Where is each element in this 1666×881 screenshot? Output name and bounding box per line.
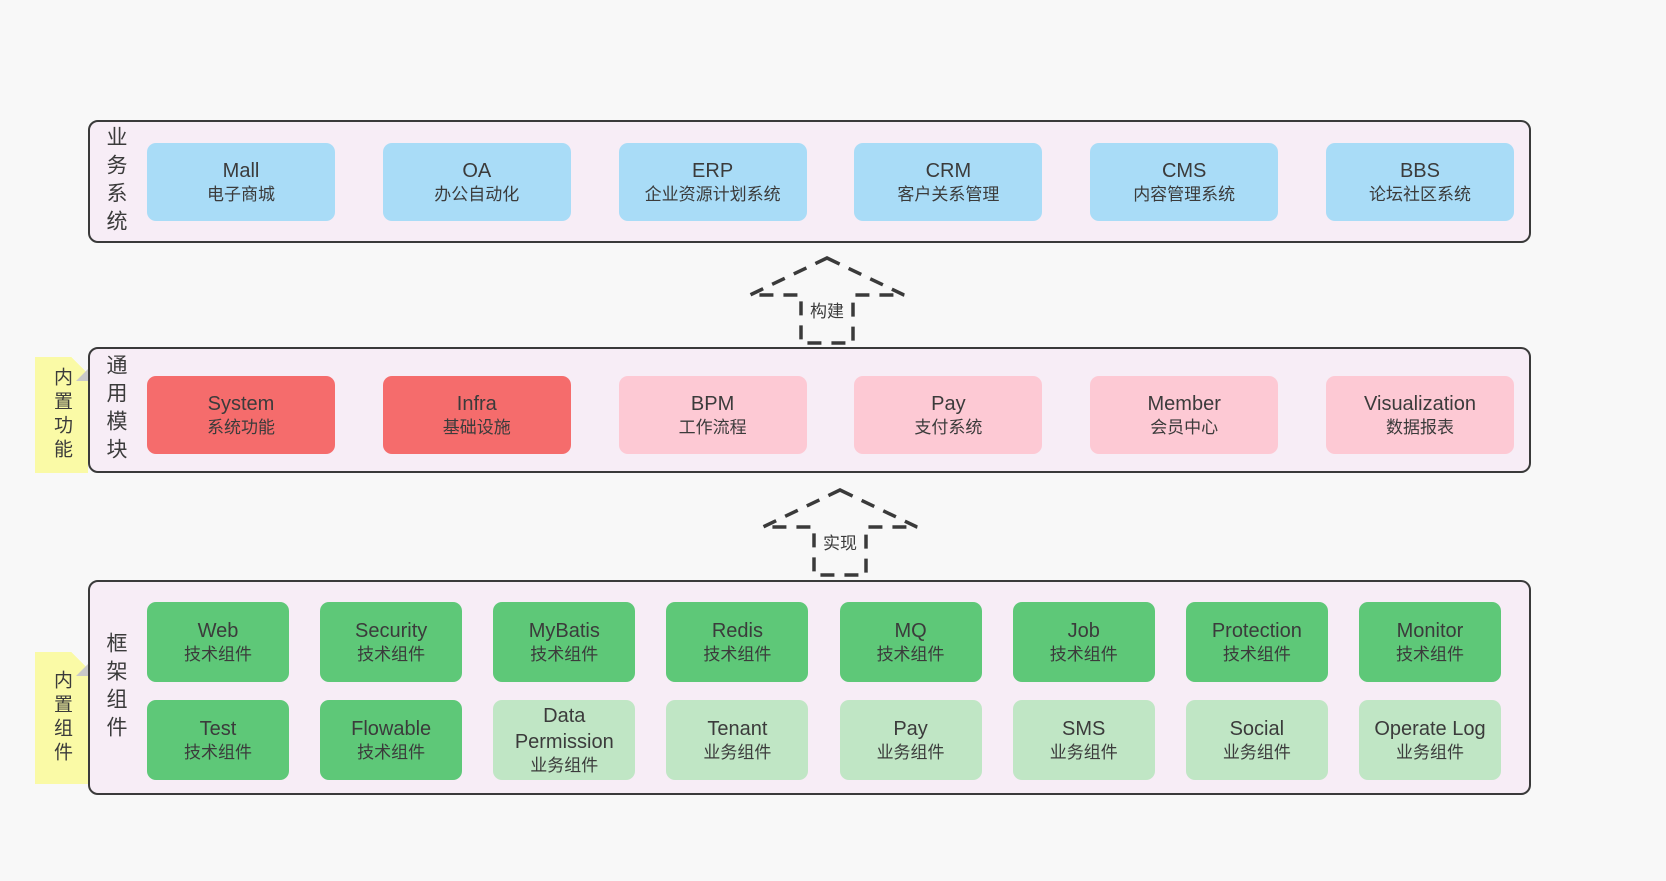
node-bbs: BBS 论坛社区系统 xyxy=(1325,143,1514,221)
implement-arrow-label: 实现 xyxy=(820,528,860,555)
builtin-components-note-text: 内置组件 xyxy=(51,670,72,766)
business-layer-label: 业务系统 xyxy=(104,125,127,238)
node-sms: SMS 业务组件 xyxy=(1012,700,1155,780)
business-systems-layer: 业务系统 Mall 电子商城 OA 办公自动化 ERP 企业资源计划系统 CRM… xyxy=(88,120,1531,243)
common-modules-layer: 通用模块 System 系统功能 Infra 基础设施 BPM 工作流程 Pay… xyxy=(88,347,1531,473)
node-crm: CRM 客户关系管理 xyxy=(854,143,1043,221)
node-bpm: BPM 工作流程 xyxy=(618,376,807,454)
node-operate-log: Operate Log 业务组件 xyxy=(1358,700,1501,780)
components-box-row-1: Web 技术组件 Security 技术组件 MyBatis 技术组件 Redi… xyxy=(147,602,1501,682)
node-erp: ERP 企业资源计划系统 xyxy=(618,143,807,221)
node-mq: MQ 技术组件 xyxy=(839,602,982,682)
node-infra: Infra 基础设施 xyxy=(382,376,571,454)
node-job: Job 技术组件 xyxy=(1012,602,1155,682)
node-mybatis: MyBatis 技术组件 xyxy=(493,602,636,682)
node-member: Member 会员中心 xyxy=(1090,376,1279,454)
build-arrow: 构建 xyxy=(742,254,912,346)
components-box-row-2: Test 技术组件 Flowable 技术组件 Data Permission … xyxy=(147,700,1501,780)
node-mall: Mall 电子商城 xyxy=(147,143,335,221)
node-social: Social 业务组件 xyxy=(1185,700,1328,780)
node-security: Security 技术组件 xyxy=(320,602,463,682)
node-cms: CMS 内容管理系统 xyxy=(1090,143,1279,221)
builtin-functions-note-text: 内置功能 xyxy=(51,367,72,463)
node-protection: Protection 技术组件 xyxy=(1185,602,1328,682)
node-web: Web 技术组件 xyxy=(147,602,289,682)
node-redis: Redis 技术组件 xyxy=(666,602,809,682)
node-pay-component: Pay 业务组件 xyxy=(839,700,982,780)
implement-arrow: 实现 xyxy=(755,486,925,578)
node-oa: OA 办公自动化 xyxy=(382,143,571,221)
components-layer-label: 框架组件 xyxy=(104,631,127,744)
build-arrow-label: 构建 xyxy=(807,296,847,323)
node-monitor: Monitor 技术组件 xyxy=(1358,602,1501,682)
node-visualization: Visualization 数据报表 xyxy=(1325,376,1514,454)
node-data-permission: Data Permission 业务组件 xyxy=(493,700,636,780)
node-pay-module: Pay 支付系统 xyxy=(854,376,1043,454)
node-system: System 系统功能 xyxy=(147,376,335,454)
node-tenant: Tenant 业务组件 xyxy=(666,700,809,780)
business-box-row: Mall 电子商城 OA 办公自动化 ERP 企业资源计划系统 CRM 客户关系… xyxy=(147,143,1514,221)
builtin-functions-note: 内置功能 xyxy=(35,357,88,473)
builtin-components-note: 内置组件 xyxy=(35,652,88,784)
framework-components-layer: 框架组件 Web 技术组件 Security 技术组件 MyBatis 技术组件… xyxy=(88,580,1531,795)
modules-box-row: System 系统功能 Infra 基础设施 BPM 工作流程 Pay 支付系统… xyxy=(147,376,1514,454)
node-test: Test 技术组件 xyxy=(147,700,289,780)
node-flowable: Flowable 技术组件 xyxy=(320,700,463,780)
modules-layer-label: 通用模块 xyxy=(104,354,127,466)
